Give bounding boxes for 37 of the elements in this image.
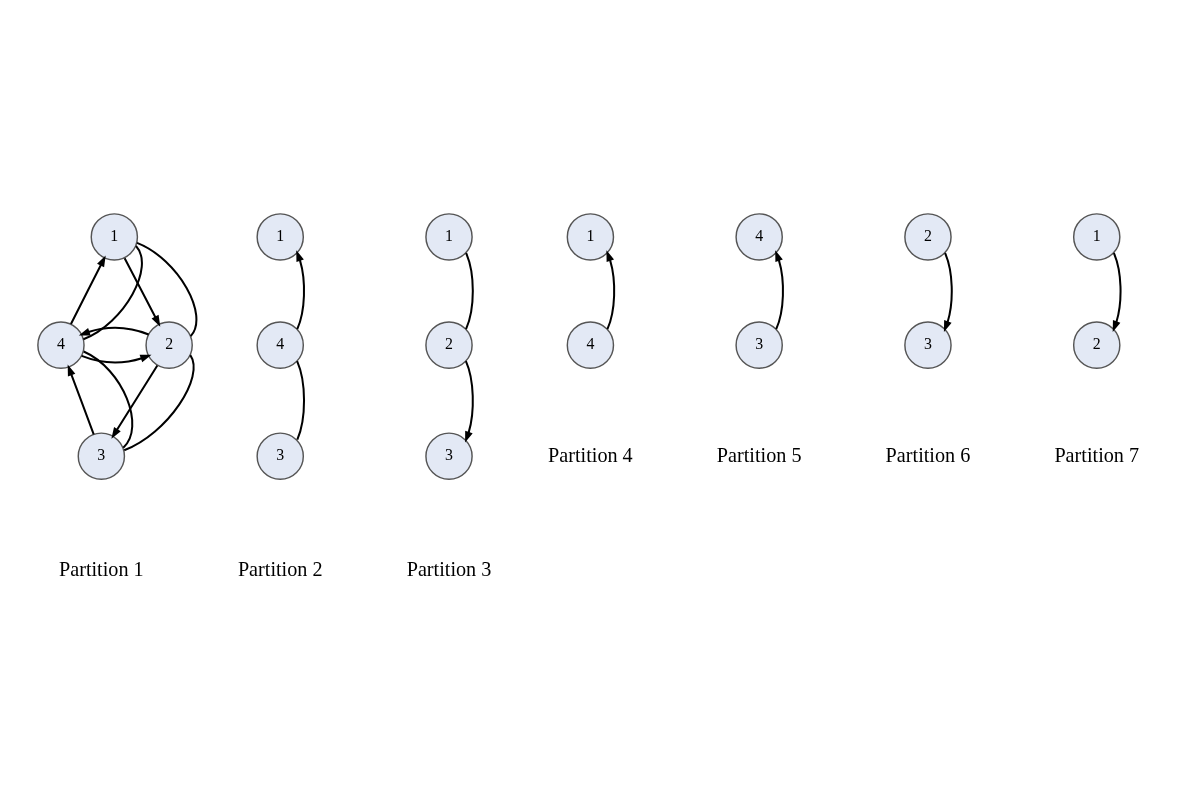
- node-circle: 3: [256, 431, 305, 480]
- node-circle: 4: [256, 320, 305, 369]
- arrow: [78, 326, 149, 335]
- node-circle: 1: [90, 212, 139, 261]
- connector: [83, 350, 134, 448]
- connector: [83, 244, 143, 340]
- label: Partition 4: [548, 443, 633, 466]
- arrow: [111, 364, 159, 439]
- arrow: [943, 252, 953, 332]
- connector: [123, 354, 195, 451]
- arrow: [81, 354, 152, 363]
- arrow: [296, 249, 305, 330]
- label: Partition 7: [1054, 443, 1140, 466]
- label: Partition 5: [716, 443, 802, 466]
- connector: [296, 360, 305, 440]
- label: Partition 2: [237, 557, 323, 580]
- node-circle: 2: [425, 320, 473, 369]
- arrow: [70, 254, 106, 324]
- arrow: [464, 360, 474, 443]
- node-circle: 2: [904, 212, 952, 261]
- connector: [136, 241, 198, 337]
- label: Partition 6: [885, 443, 971, 466]
- node-circle: 3: [735, 320, 783, 369]
- node-circle: 4: [566, 320, 615, 369]
- arrow: [775, 249, 784, 330]
- arrow: [1112, 252, 1122, 332]
- node-circle: 1: [425, 212, 473, 261]
- node-circle: 1: [1072, 212, 1121, 261]
- node-circle: 4: [37, 320, 85, 369]
- node-circle: 3: [77, 431, 126, 480]
- connector: [465, 252, 474, 330]
- node-circle: 2: [145, 320, 193, 369]
- arrow: [606, 249, 616, 330]
- arrow: [123, 257, 161, 327]
- label: Partition 3: [406, 557, 492, 580]
- arrow: [67, 364, 95, 435]
- label: Partition 1: [59, 557, 144, 580]
